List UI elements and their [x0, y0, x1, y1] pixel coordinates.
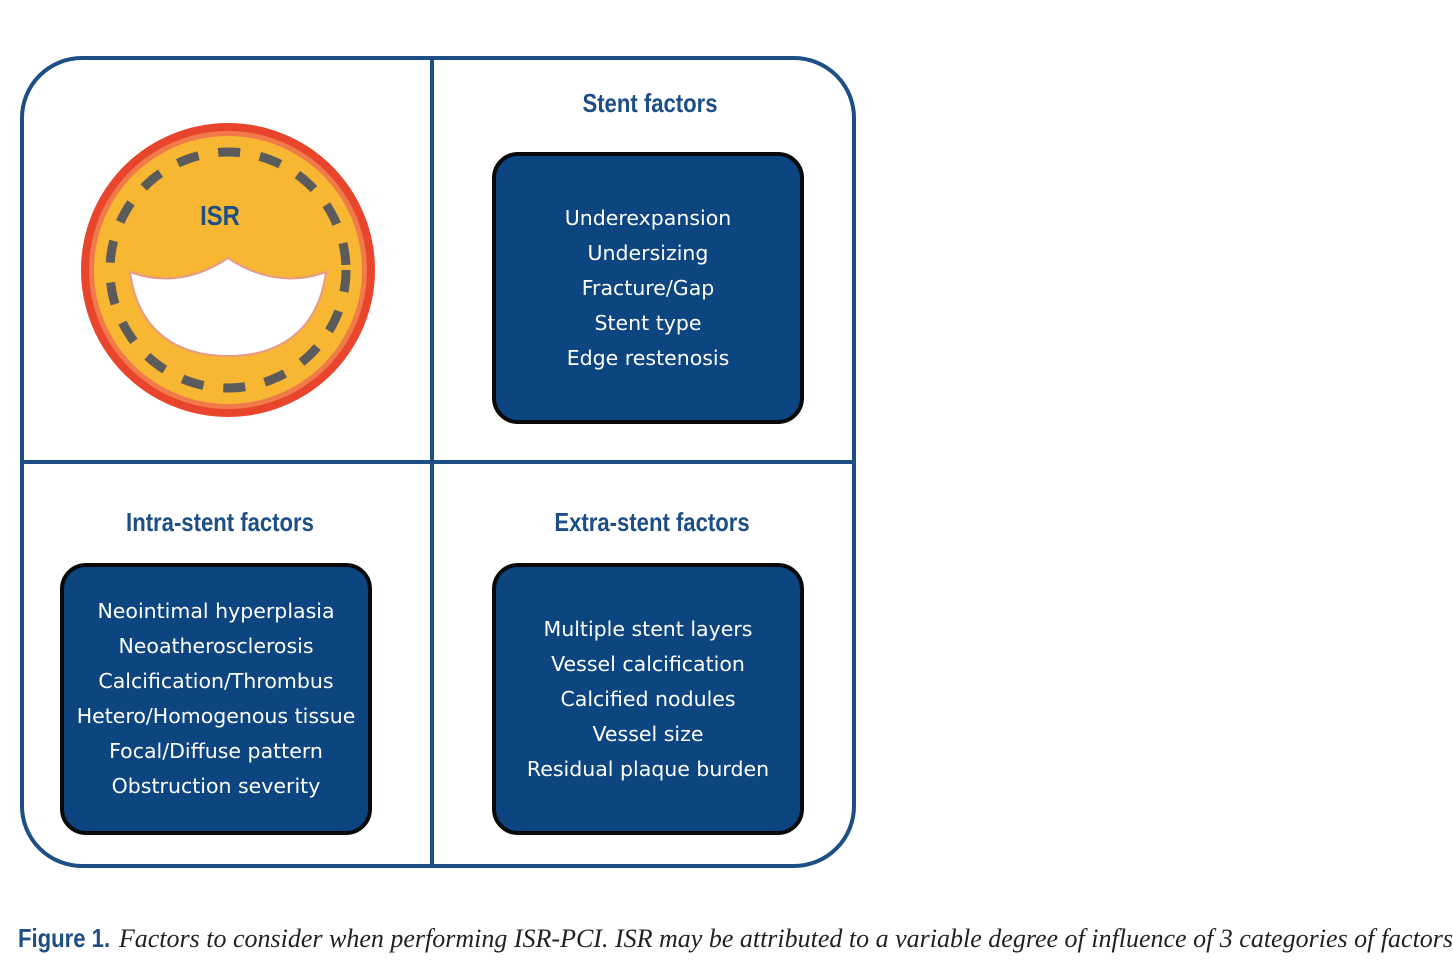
list-item: Underexpansion — [564, 205, 732, 230]
vessel-cross-section-icon — [81, 123, 375, 417]
list-item: Multiple stent layers — [543, 616, 753, 641]
stent-factors-title: Stent factors — [582, 88, 718, 118]
list-item: Stent type — [594, 310, 702, 335]
isr-factors-diagram: ISR Stent factors Underexpansion Undersi… — [20, 56, 856, 868]
list-item: Neoatherosclerosis — [118, 634, 314, 658]
figure-caption-text: Factors to consider when performing ISR-… — [118, 924, 1453, 953]
diagram-frame — [20, 56, 856, 868]
figure-label: Figure 1. — [18, 923, 111, 953]
isr-label: ISR — [200, 200, 240, 231]
list-item: Obstruction severity — [111, 774, 321, 798]
extra-stent-factors-box: Multiple stent layers Vessel calcificati… — [492, 563, 804, 835]
list-item: Vessel size — [592, 721, 704, 746]
list-item: Edge restenosis — [566, 345, 730, 370]
extra-stent-factors-title: Extra-stent factors — [554, 507, 750, 537]
stent-factors-list: Underexpansion Undersizing Fracture/Gap … — [565, 201, 731, 376]
stent-factors-box: Underexpansion Undersizing Fracture/Gap … — [492, 152, 804, 424]
intra-stent-factors-list: Neointimal hyperplasia Neoatherosclerosi… — [77, 594, 356, 804]
list-item: Undersizing — [587, 240, 709, 265]
extra-stent-factors-list: Multiple stent layers Vessel calcificati… — [527, 612, 769, 787]
intra-stent-factors-box: Neointimal hyperplasia Neoatherosclerosi… — [60, 563, 372, 835]
residual-lumen — [128, 256, 328, 358]
list-item: Hetero/Homogenous tissue — [76, 704, 356, 728]
list-item: Neointimal hyperplasia — [97, 599, 335, 623]
list-item: Calcified nodules — [560, 686, 736, 711]
list-item: Vessel calcification — [551, 651, 745, 676]
intra-stent-factors-title: Intra-stent factors — [126, 507, 314, 537]
list-item: Calcification/Thrombus — [98, 669, 334, 693]
stent-struts — [105, 147, 351, 393]
list-item: Fracture/Gap — [581, 275, 715, 300]
list-item: Focal/Diffuse pattern — [109, 739, 323, 763]
list-item: Residual plaque burden — [526, 756, 770, 781]
figure-caption: Figure 1. Factors to consider when perfo… — [18, 916, 1453, 980]
